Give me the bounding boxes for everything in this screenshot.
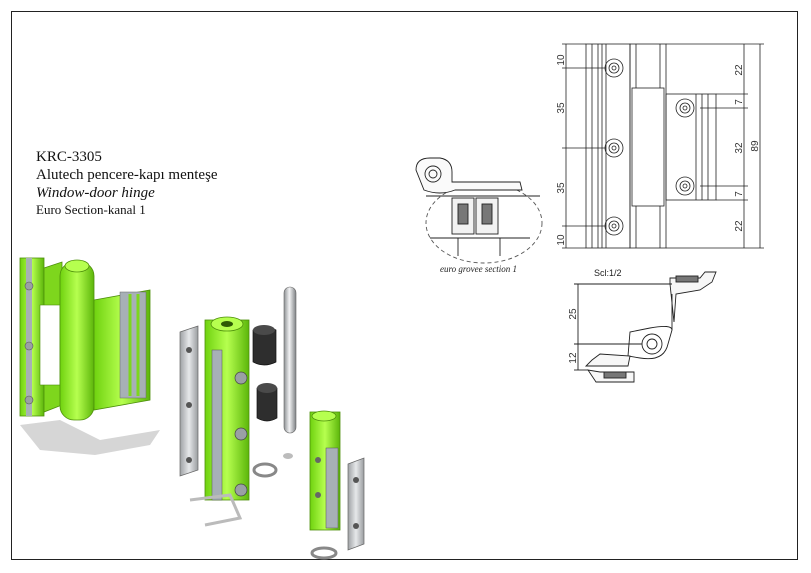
- dim-upper-right: 7: [734, 99, 745, 105]
- section-pivot: [424, 165, 442, 183]
- side-dim-lower: 12: [568, 352, 579, 364]
- drawing-sheet: [11, 11, 798, 560]
- side-dim-upper: 25: [568, 308, 579, 320]
- sash-plate: [347, 457, 365, 551]
- screws: [234, 371, 248, 497]
- sash-leaf-insert: [119, 291, 147, 399]
- frame-leaf-insert: [26, 258, 32, 416]
- dim-middle-right: 32: [734, 142, 745, 154]
- hinge-shadow: [20, 420, 160, 455]
- dim-top-right: 22: [734, 64, 745, 76]
- mounting-plate: [179, 325, 199, 477]
- product-name-tr: Alutech pencere-kapı menteşe: [36, 167, 218, 183]
- knuckle-top: [64, 259, 90, 273]
- plate-hole: [186, 347, 192, 353]
- dim-total: 89: [750, 140, 761, 152]
- sash-leaf-outline: [665, 93, 717, 201]
- exploded-view: [179, 286, 365, 560]
- hinge-knuckle: [59, 261, 95, 421]
- dim-upper-left: 35: [556, 102, 567, 114]
- dim-bottom-right: 22: [734, 220, 745, 232]
- section-caption: euro grovee section 1: [440, 264, 517, 274]
- front-dim-labels: 10 35 35 10 22 7 32 7 22 89: [556, 54, 761, 246]
- washer: [252, 462, 278, 478]
- washer: [310, 546, 338, 560]
- product-name-en: Window-door hinge: [36, 185, 155, 201]
- exploded-hinge-body: [204, 319, 250, 501]
- product-code: KRC-3305: [36, 149, 102, 165]
- assembled-hinge: [19, 257, 160, 455]
- side-section: [574, 271, 717, 383]
- plate-hole: [186, 402, 192, 408]
- screw-head: [24, 395, 34, 405]
- scale-label: Scl:1/2: [594, 268, 622, 278]
- dim-bottom-left: 10: [556, 234, 567, 246]
- profile-sketch: [189, 493, 243, 527]
- dim-lower-right: 7: [734, 191, 745, 197]
- washer-small: [283, 453, 293, 459]
- dim-lower-left: 35: [556, 182, 567, 194]
- title-block: KRC-3305 Alutech pencere-kapı menteşe Wi…: [36, 148, 218, 218]
- section-detail: [415, 157, 543, 264]
- hinge-window: [39, 304, 61, 386]
- hinge-pin: [283, 286, 297, 434]
- screw-head: [24, 341, 34, 351]
- front-elevation: [562, 43, 764, 249]
- plate-hole: [186, 457, 192, 463]
- profile-label: Euro Section-kanal 1: [36, 202, 146, 217]
- screw-head: [24, 281, 34, 291]
- dim-top-left: 10: [556, 54, 567, 66]
